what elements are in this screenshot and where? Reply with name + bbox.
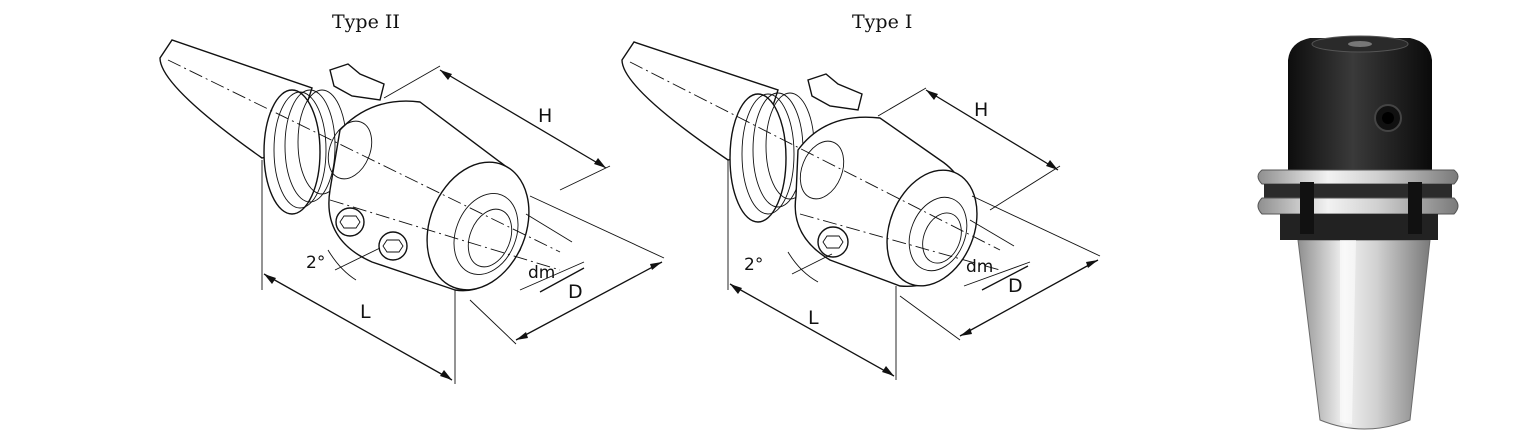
dim-angle-label: 2° [306,253,325,273]
dim-d-label: D [568,281,583,303]
set-screw-icon [335,207,365,237]
drive-key [329,63,385,101]
drawing-type-ii: Type II H dm [159,11,665,384]
dim-dm-label: dm [528,263,555,283]
steel-taper [1297,239,1431,430]
dim-angle-label: 2° [744,255,763,275]
dim-h-label: H [974,99,988,121]
front-face [426,161,530,291]
flange-ring [263,89,321,215]
drive-key [807,73,863,111]
flange-ring [729,93,787,223]
dim-l-label: L [808,307,819,329]
tool-holder-photo [1257,35,1459,430]
diagram-title: Type II [332,11,400,33]
dim-d-label: D [1008,275,1023,297]
dim-dm-label: dm [966,257,993,277]
diagram-title: Type I [852,11,912,33]
bore [453,193,519,275]
drawing-type-i: Type I H dm [621,11,1101,380]
bore [908,196,968,272]
set-screw-icon [378,231,408,261]
dim-l-label: L [360,301,371,323]
dim-h-label: H [538,105,552,127]
front-face [886,169,978,287]
set-screw-icon [817,226,849,258]
black-holder-head [1288,38,1432,170]
